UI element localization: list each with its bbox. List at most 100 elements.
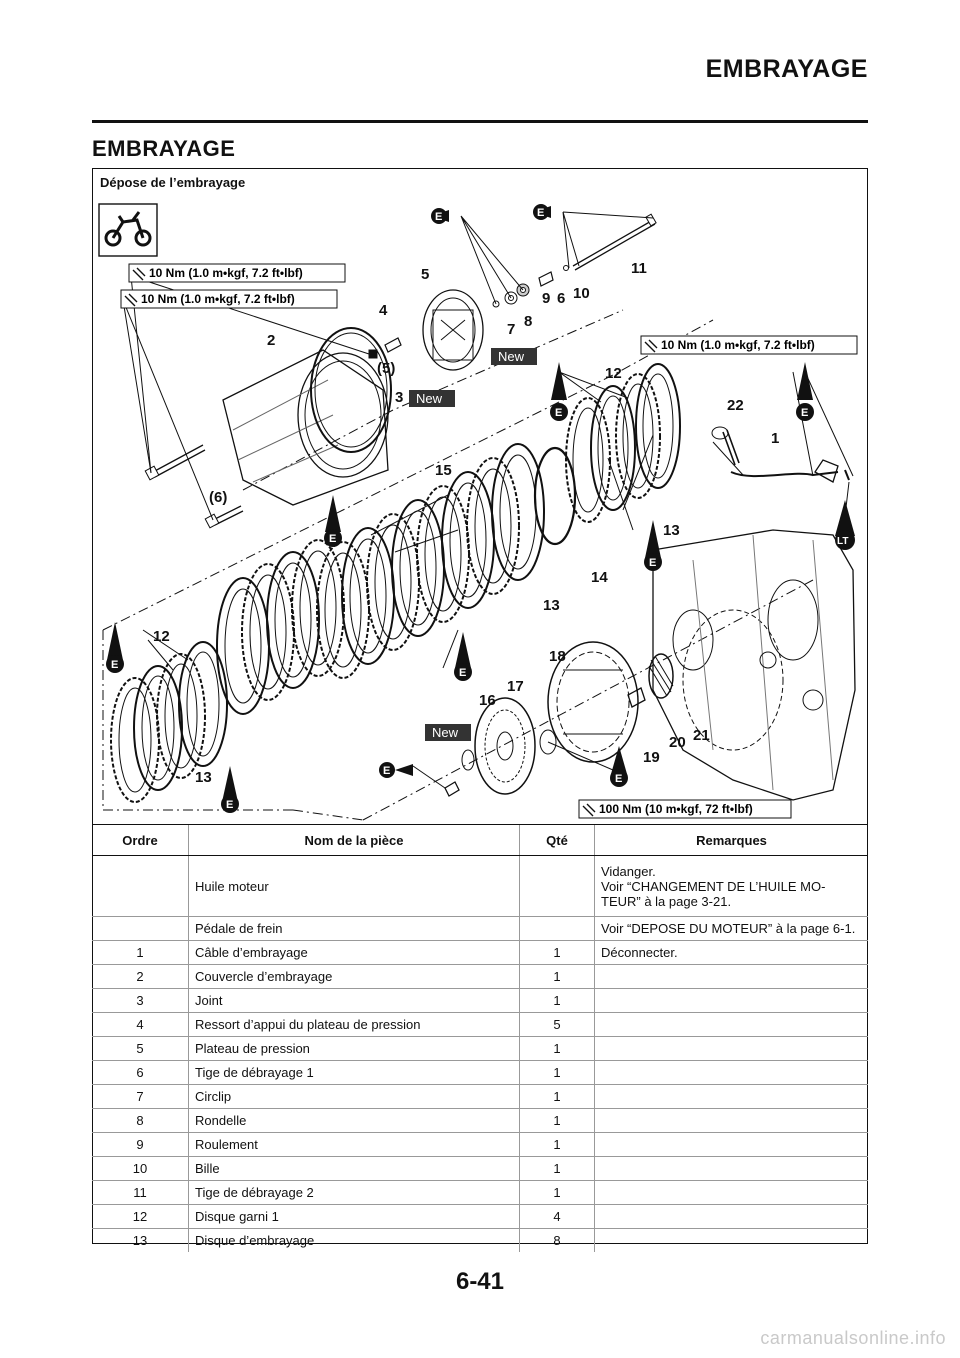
cell-remarks <box>594 1132 868 1157</box>
cell-order: 7 <box>92 1084 189 1109</box>
clutch-boss <box>474 697 536 795</box>
cell-remarks <box>594 964 868 989</box>
table-row: 5 Plateau de pression 1 <box>92 1036 868 1061</box>
table-row: 11 Tige de débrayage 2 1 <box>92 1180 868 1205</box>
cell-order: 8 <box>92 1108 189 1133</box>
cell-name: Disque garni 1 <box>188 1204 520 1229</box>
header-rule <box>92 120 868 123</box>
col-header-order: Ordre <box>92 824 189 856</box>
svg-text:2: 2 <box>267 332 275 349</box>
cell-name: Bille <box>188 1156 520 1181</box>
cell-name: Disque d’embrayage <box>188 1228 520 1252</box>
svg-text:E: E <box>383 765 390 777</box>
cell-qty: 1 <box>519 1132 595 1157</box>
cell-remarks <box>594 1012 868 1037</box>
cell-order: 1 <box>92 940 189 965</box>
figure-title: Dépose de l’embrayage <box>100 175 246 190</box>
svg-text:E: E <box>226 799 233 811</box>
cell-qty: 4 <box>519 1204 595 1229</box>
cell-remarks <box>594 988 868 1013</box>
cell-order: 9 <box>92 1132 189 1157</box>
new-tags: New New New <box>409 348 537 741</box>
cell-qty: 1 <box>519 1180 595 1205</box>
table-row: Huile moteur Vidanger. Voir “CHANGEMENT … <box>92 855 868 917</box>
svg-text:17: 17 <box>507 678 524 695</box>
oil-marks: E E E E E E E E E E E <box>106 204 814 813</box>
cell-qty: 1 <box>519 940 595 965</box>
svg-text:E: E <box>649 557 656 569</box>
cell-name: Tige de débrayage 1 <box>188 1060 520 1085</box>
svg-text:9: 9 <box>542 290 550 307</box>
cell-name: Joint <box>188 988 520 1013</box>
svg-text:E: E <box>329 533 336 545</box>
pressure-plate <box>422 289 484 371</box>
svg-text:10 Nm (1.0 m•kgf, 7.2 ft•lbf): 10 Nm (1.0 m•kgf, 7.2 ft•lbf) <box>149 266 303 280</box>
svg-text:(6): (6) <box>209 489 227 506</box>
cell-order: 5 <box>92 1036 189 1061</box>
svg-text:E: E <box>459 667 466 679</box>
cell-name: Ressort d’appui du plateau de pression <box>188 1012 520 1037</box>
cell-qty: 8 <box>519 1228 595 1252</box>
parts-table: Ordre Nom de la pièce Qté Remarques Huil… <box>92 824 868 1252</box>
table-row: Pédale de frein Voir “DEPOSE DU MOTEUR” … <box>92 916 868 941</box>
svg-text:E: E <box>435 211 442 223</box>
svg-text:3: 3 <box>395 389 403 406</box>
table-row: 3 Joint 1 <box>92 988 868 1013</box>
header-title: EMBRAYAGE <box>705 55 868 83</box>
svg-text:22: 22 <box>727 397 744 414</box>
cell-order <box>92 916 189 941</box>
svg-text:11: 11 <box>631 260 647 277</box>
table-row: 13 Disque d’embrayage 8 <box>92 1228 868 1252</box>
cell-name: Plateau de pression <box>188 1036 520 1061</box>
cell-remarks: Vidanger. Voir “CHANGEMENT DE L’HUILE MO… <box>594 855 868 917</box>
cell-qty: 1 <box>519 988 595 1013</box>
table-row: 12 Disque garni 1 4 <box>92 1204 868 1229</box>
cell-remarks: Déconnecter. <box>594 940 868 965</box>
cell-remarks <box>594 1180 868 1205</box>
svg-text:13: 13 <box>663 522 680 539</box>
table-row: 6 Tige de débrayage 1 1 <box>92 1060 868 1085</box>
svg-text:12: 12 <box>153 628 170 645</box>
table-row: 2 Couvercle d’embrayage 1 <box>92 964 868 989</box>
cell-remarks <box>594 1204 868 1229</box>
svg-text:7: 7 <box>507 321 515 338</box>
svg-text:20: 20 <box>669 734 686 751</box>
table-row: 4 Ressort d’appui du plateau de pression… <box>92 1012 868 1037</box>
cell-qty: 1 <box>519 1156 595 1181</box>
table-row: 1 Câble d’embrayage 1 Déconnecter. <box>92 940 868 965</box>
cell-remarks <box>594 1228 868 1252</box>
clutch-housing <box>547 641 639 763</box>
cell-qty: 1 <box>519 1084 595 1109</box>
cell-qty <box>519 855 595 917</box>
svg-text:13: 13 <box>543 597 560 614</box>
svg-text:10: 10 <box>573 285 590 302</box>
svg-text:12: 12 <box>605 365 622 382</box>
col-header-name: Nom de la pièce <box>188 824 520 856</box>
cell-order: 12 <box>92 1204 189 1229</box>
svg-text:100 Nm (10 m•kgf, 72 ft•lbf): 100 Nm (10 m•kgf, 72 ft•lbf) <box>599 802 753 816</box>
section-title: EMBRAYAGE <box>92 136 236 161</box>
svg-text:21: 21 <box>693 727 710 744</box>
svg-text:New: New <box>416 391 443 406</box>
svg-text:E: E <box>801 407 808 419</box>
cell-order: 11 <box>92 1180 189 1205</box>
svg-text:19: 19 <box>643 749 660 766</box>
col-header-remarks: Remarques <box>594 824 868 856</box>
svg-text:4: 4 <box>379 302 388 319</box>
motorcycle-icon <box>98 203 158 257</box>
table-row: 9 Roulement 1 <box>92 1132 868 1157</box>
cell-name: Circlip <box>188 1084 520 1109</box>
svg-text:14: 14 <box>591 569 608 586</box>
table-row: 8 Rondelle 1 <box>92 1108 868 1133</box>
table-header-row: Ordre Nom de la pièce Qté Remarques <box>92 824 868 856</box>
cell-order: 10 <box>92 1156 189 1181</box>
cell-name: Tige de débrayage 2 <box>188 1180 520 1205</box>
cell-name: Câble d’embrayage <box>188 940 520 965</box>
cell-name: Huile moteur <box>188 855 520 917</box>
svg-text:10 Nm (1.0 m•kgf, 7.2 ft•lbf): 10 Nm (1.0 m•kgf, 7.2 ft•lbf) <box>661 338 815 352</box>
cell-order: 3 <box>92 988 189 1013</box>
central-disk-stack <box>216 443 545 715</box>
left-disk-stack <box>110 641 228 803</box>
svg-text:8: 8 <box>524 313 532 330</box>
cell-qty: 1 <box>519 1060 595 1085</box>
